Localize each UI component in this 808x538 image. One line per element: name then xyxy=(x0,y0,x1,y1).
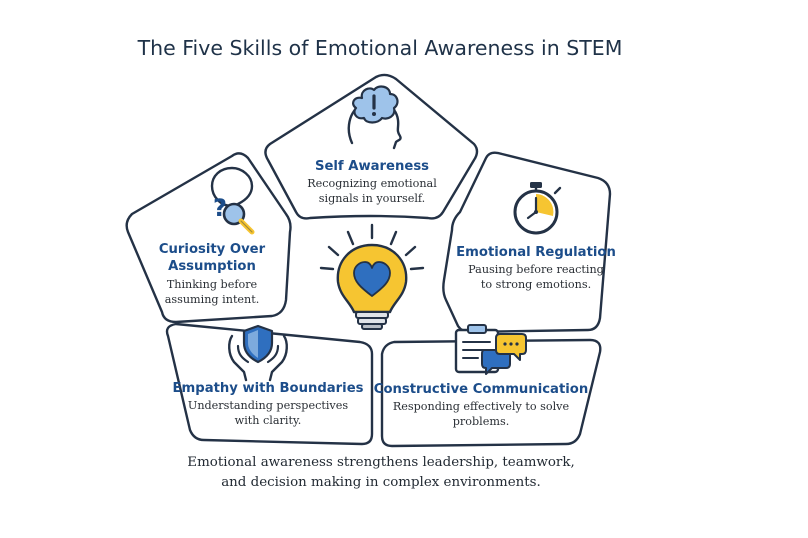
stopwatch-icon xyxy=(513,182,562,235)
skill-title: Self Awareness xyxy=(315,159,429,174)
skill-title: Emotional Regulation xyxy=(456,245,616,260)
page-title: The Five Skills of Emotional Awareness i… xyxy=(137,36,623,60)
segment-constructive-communication xyxy=(380,338,602,448)
skill-emotional-regulation: Emotional Regulation Pausing before reac… xyxy=(456,182,616,291)
skill-description: signals in yourself. xyxy=(319,192,425,205)
head-exclamation-icon xyxy=(347,85,402,150)
skill-description: Responding effectively to solve xyxy=(393,400,570,413)
skill-self-awareness: Self Awareness Recognizing emotional sig… xyxy=(307,85,437,205)
pentagon-frame xyxy=(125,73,612,448)
clipboard-chat-icon xyxy=(454,324,527,375)
segment-empathy-with-boundaries xyxy=(165,322,374,446)
skill-description: Pausing before reacting xyxy=(468,263,604,276)
skill-description: assuming intent. xyxy=(165,293,260,306)
skill-title: Empathy with Boundaries xyxy=(173,381,364,396)
skill-title: Curiosity Over xyxy=(159,242,266,257)
skill-description: with clarity. xyxy=(235,414,302,427)
skill-constructive-communication: Constructive Communication Responding ef… xyxy=(374,324,588,428)
skill-empathy-with-boundaries: Empathy with Boundaries Understanding pe… xyxy=(173,324,364,427)
skill-description: Recognizing emotional xyxy=(307,177,437,190)
skill-curiosity-over-assumption: ? Curiosity Over Assumption Thinking bef… xyxy=(159,166,266,306)
skill-description: Thinking before xyxy=(167,278,258,291)
footer-text: Emotional awareness strengthens leadersh… xyxy=(187,455,574,470)
question-magnifier-icon: ? xyxy=(210,166,255,235)
skill-title: Constructive Communication xyxy=(374,382,588,397)
footer-text: and decision making in complex environme… xyxy=(221,475,541,490)
skill-description: to strong emotions. xyxy=(481,278,591,291)
segment-curiosity-over-assumption xyxy=(125,152,292,324)
skill-description: Understanding perspectives xyxy=(188,399,348,412)
skill-description: problems. xyxy=(453,415,510,428)
skill-title: Assumption xyxy=(168,259,256,274)
segment-emotional-regulation xyxy=(442,151,612,334)
lightbulb-heart-icon xyxy=(319,223,425,330)
segment-self-awareness xyxy=(264,73,479,220)
hands-shield-icon xyxy=(228,324,288,382)
